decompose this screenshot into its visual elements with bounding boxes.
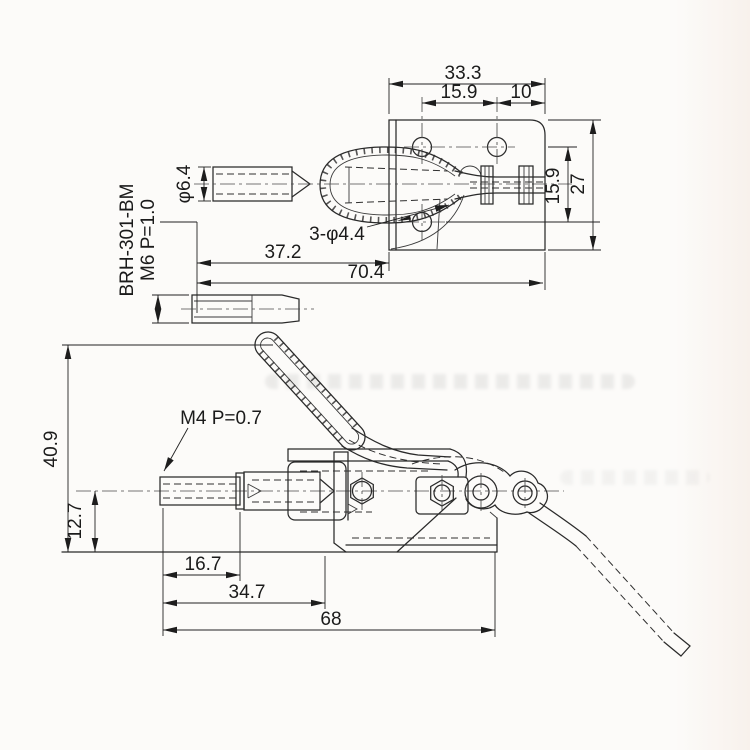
dim-overall-width: 33.3 bbox=[445, 63, 482, 84]
mount-thread-label: M6 P=1.0 bbox=[138, 199, 159, 281]
dim-length-to-plate: 37.2 bbox=[265, 242, 302, 263]
mount-plate bbox=[388, 119, 546, 251]
dim-axis-height: 12.7 bbox=[65, 503, 86, 540]
dim-holes-callout: 3-φ4.4 bbox=[309, 224, 365, 245]
side-view bbox=[61, 331, 691, 657]
watermark bbox=[265, 374, 635, 389]
dim-overall-height: 27 bbox=[568, 173, 589, 194]
dim-mid-length: 34.7 bbox=[229, 582, 266, 603]
dim-overall-length-top: 70.4 bbox=[348, 262, 385, 283]
dim-rod-diameter: φ6.4 bbox=[174, 164, 195, 203]
handle-grip-top bbox=[319, 146, 463, 224]
coupler bbox=[243, 471, 321, 511]
handle-grip-side bbox=[254, 331, 366, 451]
spindle-thread-label: M4 P=0.7 bbox=[180, 408, 262, 429]
top-view bbox=[181, 97, 572, 324]
slide-block bbox=[287, 461, 347, 521]
dim-thread-length: 16.7 bbox=[185, 554, 222, 575]
spindle-rod-side bbox=[159, 476, 241, 506]
u-bolt-leg bbox=[518, 165, 534, 205]
spindle-rod-top bbox=[212, 166, 293, 202]
dim-hole-pitch-x: 15.9 bbox=[441, 82, 478, 103]
side-view-dimensions: 40.9 12.7 M4 P=0.7 16.7 34.7 68 bbox=[41, 344, 496, 637]
dim-side-overall-height: 40.9 bbox=[41, 431, 62, 468]
dim-side-overall-length: 68 bbox=[320, 609, 341, 630]
m6-stud bbox=[191, 294, 300, 324]
watermark bbox=[560, 470, 710, 485]
part-number-label: BRH-301-BM bbox=[117, 184, 138, 297]
u-bolt-leg bbox=[480, 165, 494, 205]
top-view-dimensions: 33.3 15.9 10 15.9 27 φ6.4 3-φ4.4 bbox=[117, 63, 601, 324]
dim-hole-to-edge: 10 bbox=[510, 82, 531, 103]
dim-hole-pitch-y: 15.9 bbox=[543, 168, 564, 205]
